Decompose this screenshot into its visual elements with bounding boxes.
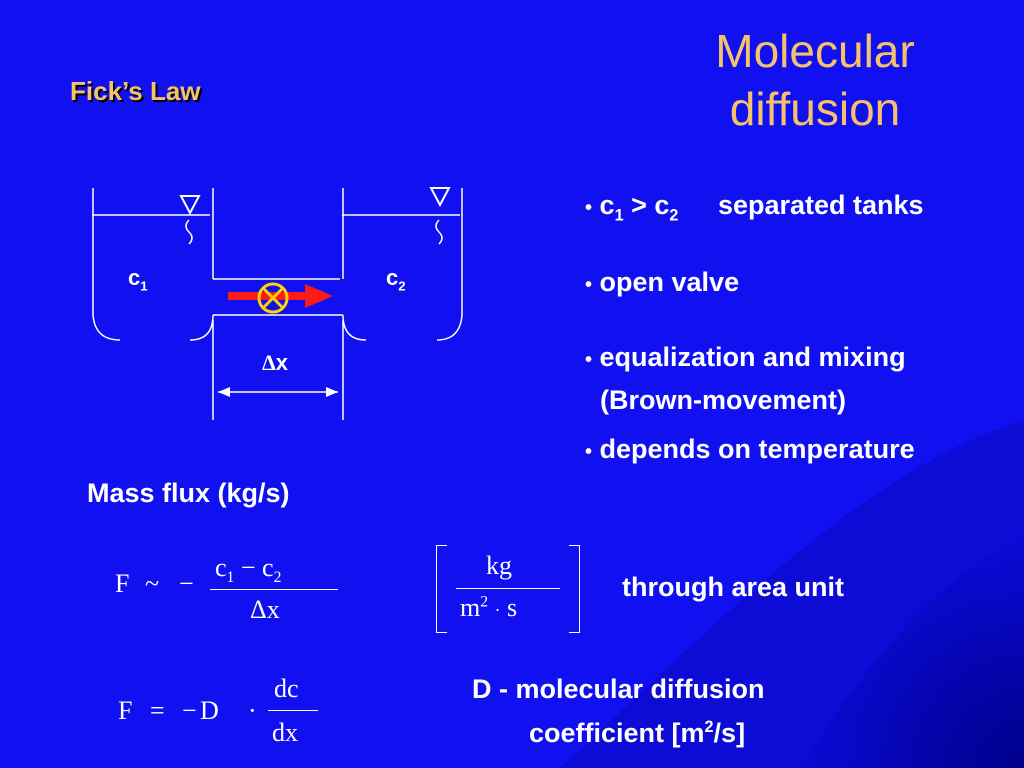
title-line-1: Molecular <box>715 25 915 77</box>
flow-arrow-head <box>305 284 333 308</box>
slide-title: Molecular diffusion <box>660 22 970 138</box>
bullet-separated-tanks: • c1 > c2 separated tanks <box>585 190 924 225</box>
fraction-bar <box>268 710 318 711</box>
bullet-equalization: • equalization and mixing (Brown-movemen… <box>585 342 906 415</box>
fraction-bar <box>456 588 560 589</box>
water-level-left-icon <box>179 195 201 216</box>
diffusion-coefficient-definition: D - molecular diffusion coefficient [m2/… <box>472 674 765 748</box>
area-unit-text: through area unit <box>622 572 844 602</box>
bullet-open-valve: • open valve <box>585 267 740 297</box>
valve-icon <box>257 282 289 314</box>
left-arrowhead <box>218 387 230 397</box>
right-arrowhead <box>326 387 338 397</box>
flow-arrow-shaft <box>228 292 308 300</box>
section-heading: Fick’s Law <box>70 76 201 106</box>
label-c1: c1 <box>128 265 148 294</box>
mass-flux-label: Mass flux (kg/s) <box>87 478 290 508</box>
tank-diagram <box>92 187 463 420</box>
bullet-temperature: • depends on temperature <box>585 434 915 464</box>
label-c2: c2 <box>386 265 406 294</box>
formula-proportional: F ~ − c1 − c2 Δx <box>115 545 345 635</box>
title-line-2: diffusion <box>729 83 901 135</box>
units-bracket: kg m2 · s <box>436 545 580 633</box>
label-delta-x: Δx <box>262 350 289 375</box>
water-level-right-icon <box>429 187 451 208</box>
formula-fick: F = − D · dc dx <box>118 672 328 752</box>
fraction-bar <box>210 589 338 590</box>
